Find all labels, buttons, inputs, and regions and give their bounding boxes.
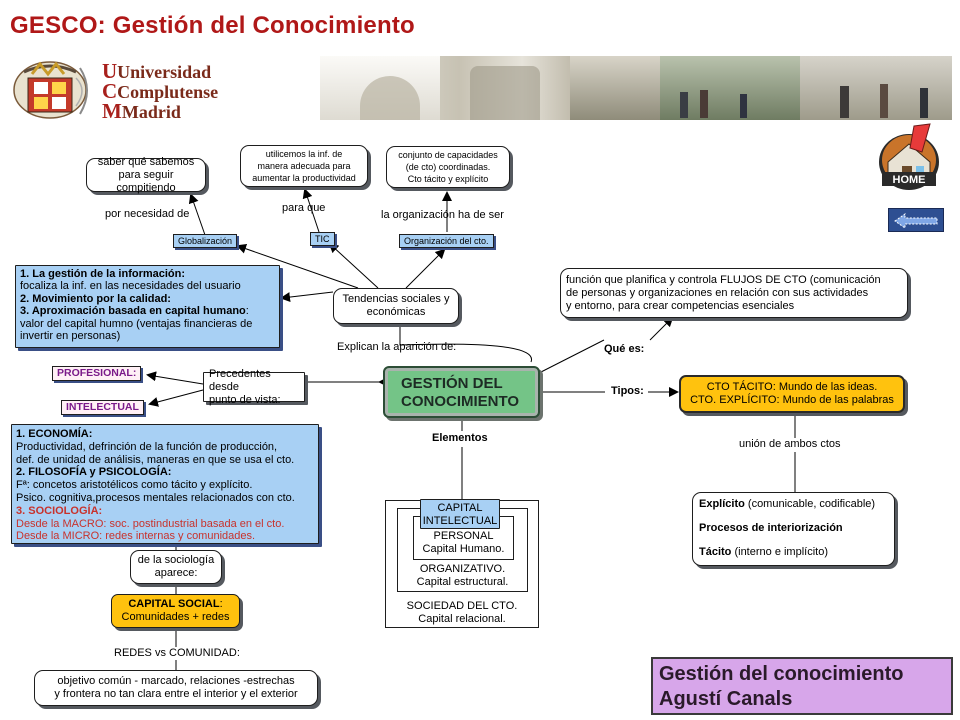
university-name-line1: UUniversidad — [102, 59, 212, 83]
back-arrow-button[interactable] — [888, 208, 944, 232]
node-objetivo-comun: objetivo común - marcado, relaciones -es… — [34, 670, 318, 706]
node-saber-que-sabemos: saber qué sabemos para seguir compitiend… — [86, 156, 206, 194]
procesos-tacito-desc: (interno e implícito) — [731, 546, 828, 558]
gestion-info-l3a: : — [245, 305, 249, 318]
link-explican: Explican la aparición de: — [337, 341, 457, 353]
procesos-explicito-label: Explícito — [699, 498, 745, 510]
economia-l6: Desde la MICRO: redes internas y comunid… — [16, 530, 256, 543]
arrow-left-icon — [894, 213, 938, 229]
link-tipos: Tipos: — [611, 385, 644, 397]
economia-l2: def. de unidad de análisis, maneras en q… — [16, 453, 295, 466]
economia-l5: Desde la MACRO: soc. postindustrial basa… — [16, 517, 285, 530]
economia-l4: Psico. cognitiva,procesos mentales relac… — [16, 491, 295, 504]
node-funcion-planifica: función que planifica y controla FLUJOS … — [560, 268, 908, 318]
university-crest-icon — [13, 61, 88, 119]
economia-l3: Fª: concetos aristotélicos como tácito y… — [16, 479, 253, 492]
university-name-line2: CComplutense — [102, 79, 219, 103]
economia-h3: 3. SOCIOLOGÍA: — [16, 504, 103, 517]
university-name-line3: MMadrid — [102, 99, 181, 123]
node-gestion-informacion: 1. La gestión de la información: focaliz… — [15, 265, 280, 348]
link-organizacion-ha-de-ser: la organización ha de ser — [381, 209, 504, 221]
procesos-tacito-label: Tácito — [699, 546, 732, 558]
link-para-que: para que — [282, 202, 326, 214]
economia-h2: 2. FILOSOFÍA y PSICOLOGÍA: — [16, 466, 172, 479]
tag-profesional: PROFESIONAL: — [52, 366, 142, 381]
node-cto-tacito-explicito: CTO TÁCITO: Mundo de las ideas. CTO. EXP… — [679, 375, 905, 413]
capital-social-label: CAPITAL SOCIAL — [128, 598, 220, 610]
node-conjunto-capacidades: conjunto de capacidades (de cto) coordin… — [386, 146, 510, 188]
gestion-info-h1: 1. La gestión de la información: — [20, 268, 186, 280]
tag-tic: TIC — [310, 232, 335, 246]
text-organizativo: ORGANIZATIVO. Capital estructural. — [416, 563, 509, 588]
capital-social-desc: Comunidades + redes — [121, 611, 230, 623]
procesos-interiorizacion: Procesos de interiorización — [699, 522, 843, 534]
link-redes-vs-comunidad: REDES vs COMUNIDAD: — [114, 647, 240, 659]
campus-photo-banner — [320, 56, 952, 120]
gestion-info-l1: focaliza la inf. en las necesidades del … — [20, 280, 241, 293]
node-utilicemos: utilicemos la inf. de manera adecuada pa… — [240, 145, 368, 187]
node-sociologia: de la sociología aparece: — [130, 550, 222, 584]
gestion-info-h2: 2. Movimiento por la calidad: — [20, 292, 171, 305]
author-box: Gestión del conocimiento Agustí Canals — [651, 657, 953, 715]
node-precedentes: Precedentes desde punto de vista: — [203, 368, 305, 406]
node-procesos: Explícito (comunicable, codificable) Pro… — [692, 492, 895, 566]
economia-h1: 1. ECONOMÍA: — [16, 428, 93, 440]
home-icon[interactable]: HOME — [876, 122, 942, 192]
tag-organizacion: Organización del cto. — [399, 234, 494, 248]
tag-intelectual: INTELECTUAL — [61, 400, 144, 415]
node-capital-intelectual: CAPITAL INTELECTUAL — [420, 499, 500, 529]
node-tendencias: Tendencias sociales y económicas — [333, 288, 459, 324]
link-que-es: Qué es: — [604, 343, 645, 355]
home-label: HOME — [893, 174, 926, 186]
gestion-info-h3: 3. Aproximación basada en capital humano — [20, 305, 246, 318]
university-logo: UUniversidad CComplutense MMadrid — [10, 58, 218, 123]
node-capital-social: CAPITAL SOCIAL: Comunidades + redes — [111, 594, 240, 628]
page-title: GESCO: Gestión del Conocimiento — [10, 12, 415, 39]
text-sociedad: SOCIEDAD DEL CTO. Capital relacional. — [406, 600, 518, 625]
link-union: unión de ambos ctos — [739, 438, 841, 450]
link-elementos: Elementos — [432, 432, 488, 444]
tag-globalizacion: Globalización — [173, 234, 238, 248]
node-economia: 1. ECONOMÍA: Productividad, defrinción d… — [11, 424, 319, 544]
gestion-info-l3: valor del capital humno (ventajas financ… — [20, 317, 253, 330]
node-gestion-conocimiento: GESTIÓN DEL CONOCIMIENTO — [383, 366, 540, 418]
procesos-explicito-desc: (comunicable, codificable) — [744, 498, 876, 510]
text-personal: PERSONAL Capital Humano. — [422, 530, 505, 555]
economia-l1: Productividad, defrinción de la función … — [16, 440, 278, 453]
gestion-info-l4: invertir en personas) — [20, 330, 121, 343]
link-por-necesidad: por necesidad de — [105, 208, 190, 220]
